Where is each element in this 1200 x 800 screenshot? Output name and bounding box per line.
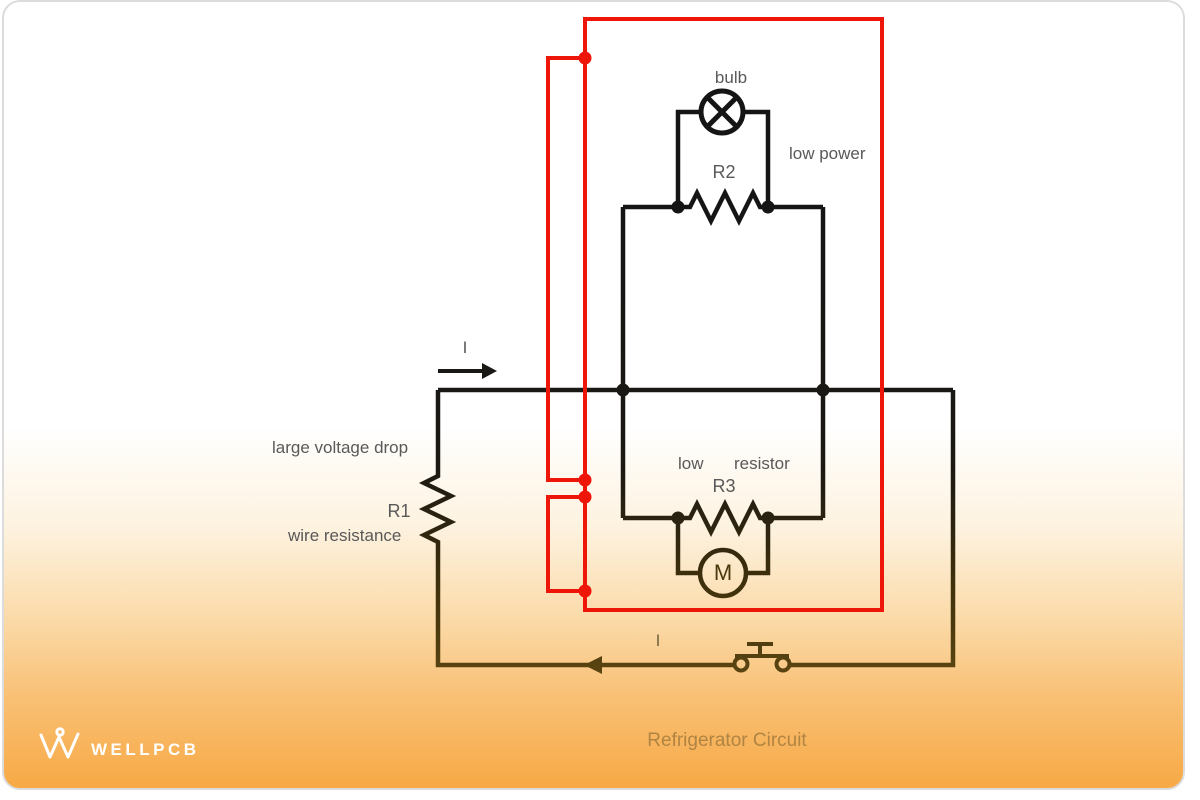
wellpcb-logo-text: WELLPCB bbox=[91, 740, 200, 759]
wire-motor-loop bbox=[675, 518, 771, 576]
motor-icon bbox=[697, 547, 749, 599]
resistor-label: resistor bbox=[734, 454, 790, 473]
bulb-icon bbox=[698, 88, 746, 136]
wire-r1-branch bbox=[418, 390, 733, 668]
low-label: low bbox=[678, 454, 704, 473]
current-label-bottom: I bbox=[655, 631, 661, 650]
black-junction-dots bbox=[616, 200, 830, 525]
bulb-label: bulb bbox=[714, 68, 748, 87]
wellpcb-logo-icon bbox=[39, 727, 80, 759]
red-circuit bbox=[546, 17, 884, 612]
wire-resistance-label: wire resistance bbox=[288, 526, 402, 545]
switch-icon bbox=[732, 642, 792, 673]
wire-right-loop bbox=[790, 390, 956, 668]
red-loop-lower bbox=[546, 495, 585, 593]
resistor-r2 bbox=[623, 187, 823, 227]
current-arrowhead-bottom bbox=[584, 656, 602, 674]
red-outer-rect bbox=[583, 17, 884, 612]
caption: Refrigerator Circuit bbox=[647, 730, 807, 751]
red-junction-dots bbox=[578, 51, 592, 598]
low-power-label: low power bbox=[789, 144, 866, 163]
resistor-r3 bbox=[623, 498, 823, 538]
motor-label: M bbox=[713, 560, 733, 585]
wellpcb-logo: WELLPCB bbox=[38, 726, 200, 762]
r2-label: R2 bbox=[712, 162, 736, 182]
wire-bulb-loop bbox=[675, 109, 771, 207]
red-loop-upper bbox=[546, 56, 585, 482]
large-voltage-drop-label: large voltage drop bbox=[272, 438, 409, 457]
image-card bbox=[2, 0, 1185, 790]
current-label-top: I bbox=[462, 338, 468, 357]
r3-label: R3 bbox=[712, 476, 736, 496]
r1-label: R1 bbox=[387, 501, 411, 521]
current-arrowhead-top bbox=[482, 363, 497, 379]
black-circuit bbox=[418, 88, 956, 673]
